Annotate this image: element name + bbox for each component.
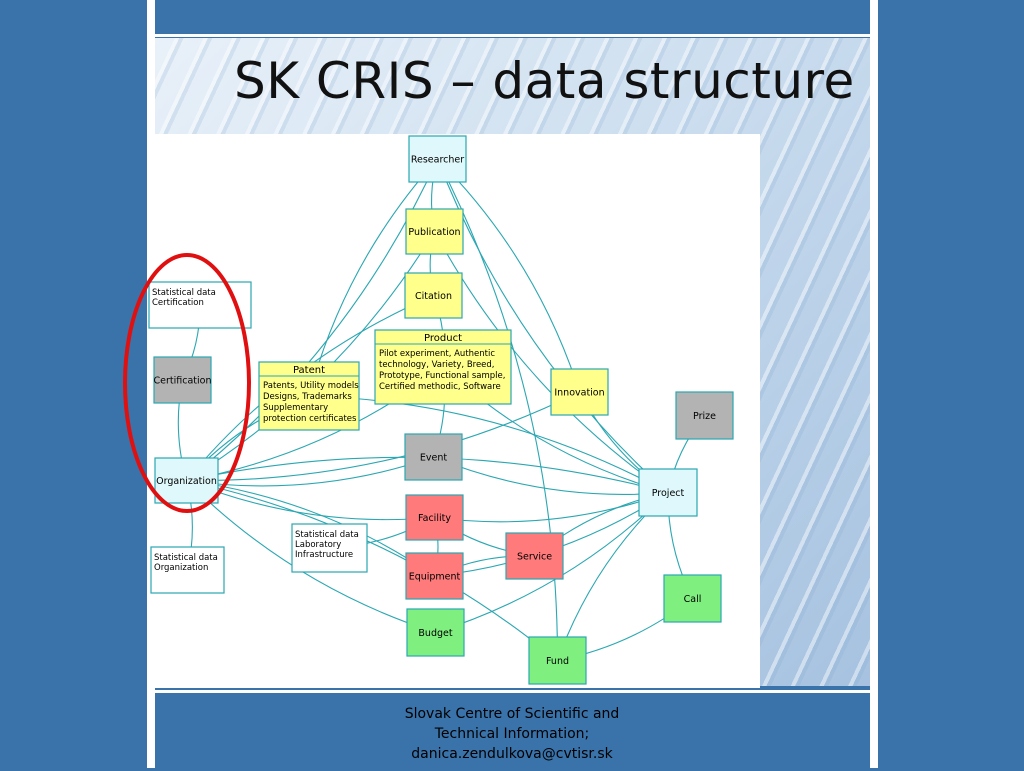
node-budget-box [406, 608, 465, 657]
node-certification: Certification [153, 356, 212, 404]
node-publication: Publication [405, 208, 464, 255]
node-stat-lab-line-2: Infrastructure [295, 550, 353, 560]
node-researcher: Researcher [408, 135, 467, 183]
right-frame-stripe [870, 0, 878, 768]
diagram-nodes: ResearcherPublicationCitationProductPilo… [148, 135, 734, 685]
edge-researcher-fund [437, 158, 559, 661]
footer-line-3: danica.zendulkova@cvtisr.sk [411, 746, 613, 762]
node-stat-cert-line-0: Statistical data [152, 288, 216, 298]
edge-researcher-innovation [437, 158, 581, 393]
footer-line-1: Slovak Centre of Scientific and [404, 706, 620, 722]
node-product-header: Product [424, 333, 462, 344]
edge-facility-project [434, 491, 669, 523]
node-stat-lab-line-1: Laboratory [295, 540, 341, 550]
node-stat-org-line-0: Statistical data [154, 553, 218, 563]
left-frame-stripe [147, 0, 155, 768]
node-fund-line-0: Fund [546, 656, 569, 667]
node-call: Call [663, 574, 722, 623]
node-fund: Fund [528, 636, 587, 685]
node-stat-lab-line-0: Statistical data [295, 530, 359, 540]
node-budget-line-0: Budget [418, 628, 452, 639]
node-organization: Organization [154, 457, 219, 504]
node-organization-box [154, 457, 219, 504]
node-equipment: Equipment [405, 552, 464, 600]
node-patent-line-1: Designs, Trademarks [263, 392, 352, 402]
node-product-line-1: technology, Variety, Breed, [379, 360, 495, 370]
node-project-box [638, 468, 698, 517]
node-certification-box [153, 356, 212, 404]
node-citation-box [404, 272, 463, 319]
node-publication-line-0: Publication [408, 227, 460, 238]
node-researcher-box [408, 135, 467, 183]
highlight-ellipse [123, 253, 251, 513]
node-event: Event [404, 433, 463, 481]
bottom-band [155, 690, 870, 771]
edge-publication-project [434, 231, 669, 493]
node-product-line-0: Pilot experiment, Authentic [379, 349, 495, 359]
node-project-line-0: Project [652, 488, 685, 499]
node-publication-box [405, 208, 464, 255]
node-project: Project [638, 468, 698, 517]
node-patent-line-3: protection certificates [263, 414, 357, 424]
node-call-line-0: Call [684, 594, 702, 605]
node-equipment-box [405, 552, 464, 600]
node-equipment-line-0: Equipment [409, 572, 461, 583]
node-patent-box [258, 361, 360, 431]
node-stat-org-box [150, 546, 225, 594]
node-facility-line-0: Facility [418, 513, 451, 524]
node-innovation: Innovation [550, 368, 609, 416]
edge-innovation-organization [186, 391, 580, 482]
edge-organization-fund [186, 479, 558, 661]
edge-project-fund [556, 492, 669, 661]
node-patent-line-2: Supplementary [263, 403, 328, 413]
node-call-box [663, 574, 722, 623]
node-facility-box [405, 494, 464, 541]
node-stat-cert-box [148, 281, 252, 329]
node-citation-line-0: Citation [415, 291, 452, 302]
node-event-box [404, 433, 463, 481]
node-stat-org-line-1: Organization [154, 563, 208, 573]
node-certification-line-0: Certification [154, 376, 212, 387]
node-researcher-line-0: Researcher [411, 155, 464, 166]
footer: Slovak Centre of Scientific and Technica… [362, 704, 662, 764]
node-budget: Budget [406, 608, 465, 657]
node-product-line-2: Prototype, Functional sample, [379, 371, 505, 381]
node-stat-cert-line-1: Certification [152, 298, 204, 308]
node-product-box [374, 329, 512, 405]
node-fund-box [528, 636, 587, 685]
node-patent-line-0: Patents, Utility models [263, 381, 359, 391]
node-service-box [505, 532, 564, 580]
node-innovation-line-0: Innovation [554, 388, 604, 399]
node-patent-header: Patent [293, 365, 325, 376]
node-stat-lab-box [291, 523, 368, 573]
top-band [155, 0, 870, 37]
footer-line-2: Technical Information; [434, 726, 590, 742]
node-event-line-0: Event [420, 453, 447, 464]
node-prize: Prize [675, 391, 734, 440]
edge-event-project [433, 456, 669, 495]
node-service-line-0: Service [517, 552, 552, 563]
node-citation: Citation [404, 272, 463, 319]
slide-title: SK CRIS – data structure [234, 52, 855, 110]
node-service: Service [505, 532, 564, 580]
node-innovation-box [550, 368, 609, 416]
edge-researcher-project [436, 158, 669, 493]
node-prize-box [675, 391, 734, 440]
node-prize-line-0: Prize [693, 411, 716, 422]
node-organization-line-0: Organization [156, 476, 217, 487]
node-product-line-3: Certified methodic, Software [379, 382, 501, 392]
node-facility: Facility [405, 494, 464, 541]
